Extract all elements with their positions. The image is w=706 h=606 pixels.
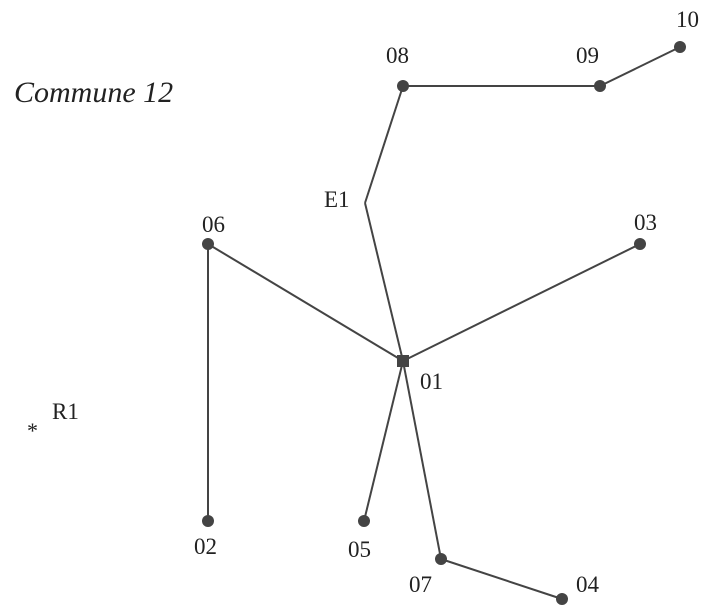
label-05: 05	[348, 537, 371, 562]
node-08	[397, 80, 409, 92]
label-09: 09	[576, 43, 599, 68]
label-03: 03	[634, 210, 657, 235]
node-05	[358, 515, 370, 527]
node-09	[594, 80, 606, 92]
edge-07-04	[440, 558, 563, 600]
edge-01-06	[207, 243, 404, 362]
diagram-title: Commune 12	[14, 76, 174, 109]
label-08: 08	[386, 43, 409, 68]
edge-01-05	[363, 360, 404, 522]
label-r1: R1	[52, 399, 79, 424]
edges	[207, 46, 681, 600]
edge-09-10	[599, 46, 681, 87]
nodes	[202, 41, 686, 605]
label-01: 01	[420, 369, 443, 394]
label-04: 04	[576, 572, 600, 597]
labels: 01 02 03 04 05 06 07 08 09 10 E1 * R1	[27, 7, 699, 597]
node-06	[202, 238, 214, 250]
label-10: 10	[676, 7, 699, 32]
node-03	[634, 238, 646, 250]
label-06: 06	[202, 212, 225, 237]
label-e1: E1	[324, 187, 350, 212]
node-04	[556, 593, 568, 605]
node-02	[202, 515, 214, 527]
label-02: 02	[194, 534, 217, 559]
label-07: 07	[409, 572, 432, 597]
node-01-square	[397, 355, 409, 367]
node-07	[435, 553, 447, 565]
node-10	[674, 41, 686, 53]
edge-01-03	[402, 243, 641, 362]
edge-e1-08	[364, 85, 404, 204]
edge-01-07	[402, 360, 442, 560]
asterisk-icon: *	[27, 418, 38, 443]
edge-01-e1	[364, 202, 404, 362]
